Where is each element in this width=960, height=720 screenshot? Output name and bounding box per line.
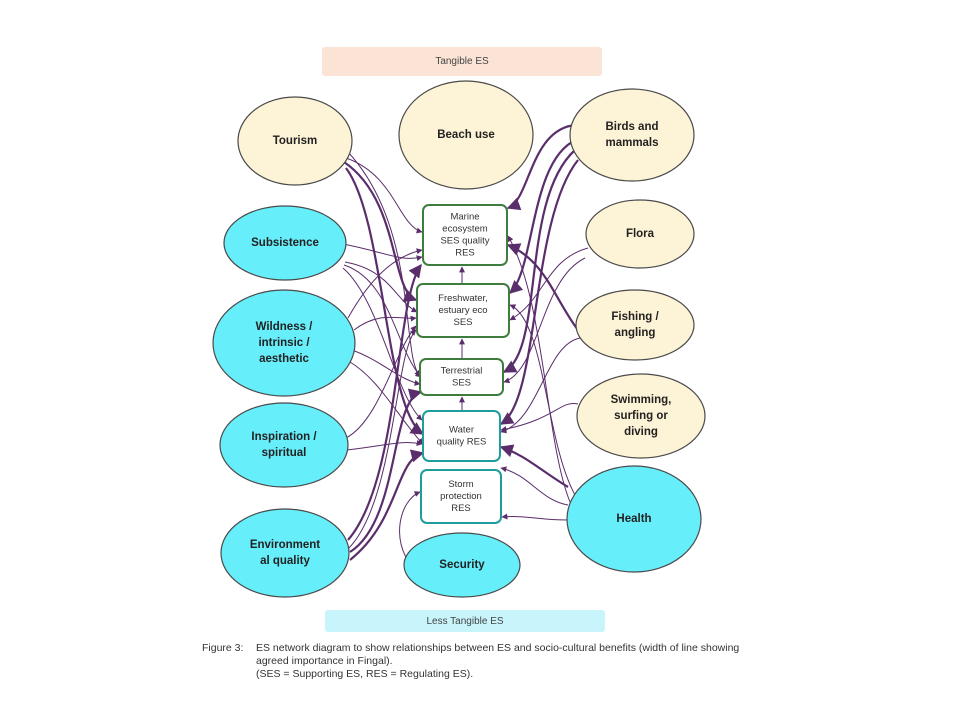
edge-24 bbox=[509, 247, 589, 321]
terrestrial-box-label-line: Terrestrial bbox=[441, 366, 483, 377]
swimming-node-label-line: diving bbox=[624, 426, 658, 438]
caption-note: (SES = Supporting ES, RES = Regulating E… bbox=[256, 668, 474, 680]
terrestrial-box bbox=[419, 358, 504, 396]
environment-node bbox=[220, 508, 350, 598]
edge-11 bbox=[351, 349, 421, 386]
edge-27 bbox=[500, 337, 581, 434]
environment-node-label-line: al quality bbox=[260, 555, 310, 567]
freshwater-box-label-line: Freshwater, bbox=[438, 293, 488, 304]
edge-6 bbox=[344, 261, 418, 313]
subsistence-node bbox=[223, 205, 347, 281]
flora-node-label-line: Flora bbox=[626, 228, 655, 240]
subsistence-node-label-line: Subsistence bbox=[251, 237, 319, 249]
freshwater-box-label-line: SES bbox=[453, 317, 472, 328]
beach-node-label-line: Beach use bbox=[437, 129, 495, 141]
edge-3 bbox=[347, 151, 422, 378]
tangible-es-banner: Tangible ES bbox=[322, 47, 602, 76]
freshwater-box bbox=[416, 283, 510, 338]
edge-4 bbox=[345, 167, 425, 435]
inspiration-node-label-line: Inspiration / bbox=[251, 431, 317, 443]
edge-18 bbox=[349, 449, 425, 561]
edge-21 bbox=[509, 138, 577, 294]
figure-caption: Figure 3: ES network diagram to show rel… bbox=[202, 642, 742, 681]
edge-30 bbox=[509, 304, 576, 496]
edge-15 bbox=[347, 263, 422, 541]
edge-14 bbox=[346, 440, 423, 451]
edge-33 bbox=[501, 513, 569, 521]
tourism-node bbox=[237, 96, 353, 186]
caption-label: Figure 3: bbox=[202, 642, 244, 654]
storm-box-label-line: protection bbox=[440, 491, 482, 502]
fishing-node-label-line: angling bbox=[615, 327, 656, 339]
wildness-node-label-line: intrinsic / bbox=[258, 337, 310, 349]
edge-25 bbox=[503, 257, 586, 384]
edge-16 bbox=[348, 329, 417, 549]
marine-box-label-line: ecosystem bbox=[442, 224, 487, 235]
storm-box bbox=[420, 469, 502, 524]
health-node-label-line: Health bbox=[616, 513, 651, 525]
edge-10 bbox=[353, 315, 417, 331]
edge-23 bbox=[499, 159, 579, 425]
edge-17 bbox=[349, 388, 423, 553]
connection-lines bbox=[342, 123, 589, 567]
edge-9 bbox=[347, 248, 423, 319]
edge-20 bbox=[506, 123, 576, 211]
freshwater-box-label-line: estuary eco bbox=[438, 305, 487, 316]
swimming-node-label-line: surfing or bbox=[614, 410, 668, 422]
edge-29 bbox=[507, 235, 571, 503]
edge-8 bbox=[342, 267, 423, 421]
edge-31 bbox=[499, 444, 569, 488]
less-tangible-es-banner: Less Tangible ES bbox=[325, 610, 605, 632]
wildness-node-label-line: aesthetic bbox=[259, 353, 309, 365]
edge-13 bbox=[345, 325, 417, 439]
edge-22 bbox=[502, 149, 576, 373]
security-node-label-line: Security bbox=[439, 559, 485, 571]
water-box-label-line: Water bbox=[449, 425, 474, 436]
security-node bbox=[403, 532, 521, 598]
swimming-node-label-line: Swimming, bbox=[611, 394, 672, 406]
birds-node-label-line: mammals bbox=[605, 137, 658, 149]
storm-box-label-line: Storm bbox=[448, 479, 473, 490]
marine-box-label-line: RES bbox=[455, 248, 475, 259]
marine-box-label-line: SES quality bbox=[440, 236, 489, 247]
fishing-node-label-line: Fishing / bbox=[611, 311, 659, 323]
wildness-node bbox=[212, 289, 356, 397]
caption-text: ES network diagram to show relationships… bbox=[256, 642, 740, 667]
flora-node bbox=[585, 199, 695, 269]
water-box-label-line: quality RES bbox=[437, 437, 487, 448]
edge-12 bbox=[349, 361, 424, 445]
edge-32 bbox=[500, 466, 569, 506]
edge-5 bbox=[342, 243, 423, 262]
marine-box-label-line: Marine bbox=[450, 212, 479, 223]
storm-box-label-line: RES bbox=[451, 503, 471, 514]
inspiration-node-label-line: spiritual bbox=[262, 447, 307, 459]
water-box bbox=[422, 410, 501, 462]
fishing-node bbox=[575, 289, 695, 361]
inspiration-node bbox=[219, 402, 349, 488]
beach-node bbox=[398, 80, 534, 190]
terrestrial-box-label-line: SES bbox=[452, 378, 471, 389]
edge-7 bbox=[343, 264, 421, 377]
wildness-node-label-line: Wildness / bbox=[256, 321, 314, 333]
swimming-node bbox=[576, 373, 706, 459]
environment-node-label-line: Environment bbox=[250, 539, 320, 551]
health-node bbox=[566, 465, 702, 573]
edge-2 bbox=[343, 161, 418, 302]
edge-28 bbox=[500, 402, 579, 432]
tourism-node-label-line: Tourism bbox=[273, 135, 318, 147]
marine-box bbox=[422, 204, 508, 266]
edge-1 bbox=[345, 157, 423, 234]
birds-node-label-line: Birds and bbox=[605, 121, 658, 133]
birds-node bbox=[569, 88, 695, 182]
edge-26 bbox=[506, 243, 579, 331]
